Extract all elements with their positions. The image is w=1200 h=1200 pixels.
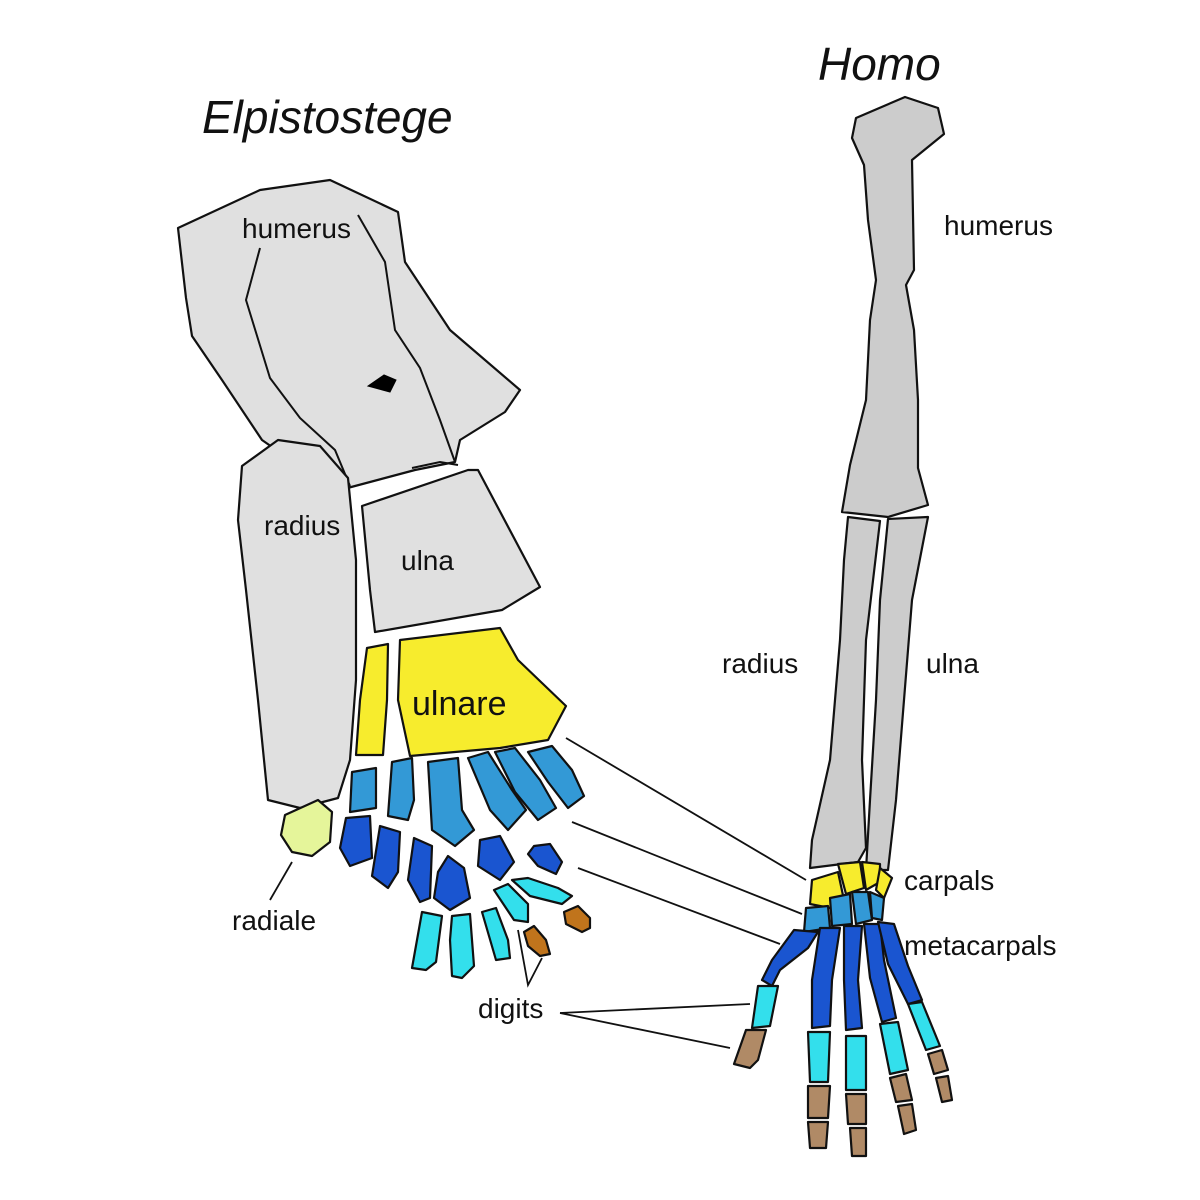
ulna-label-left: ulna (401, 545, 454, 576)
phalanx (806, 1030, 832, 1084)
phalanx (896, 1102, 918, 1136)
metacarpal (406, 836, 434, 904)
homo-title: Homo (818, 38, 941, 90)
metacarpal (760, 928, 820, 988)
phalanx (492, 882, 530, 924)
homo-proximal-phalanges (750, 984, 942, 1092)
elpistostege-fin: Elpistostege humerus radius ulna ulnare … (176, 91, 592, 1024)
metacarpal (810, 926, 842, 1030)
connector-metacarpals (577, 867, 781, 945)
phalanx (878, 1020, 910, 1076)
metacarpal (338, 814, 374, 868)
radiale-leader (269, 861, 293, 901)
metacarpal (370, 824, 402, 890)
ulna-label-right: ulna (926, 648, 979, 679)
phalanx (510, 876, 574, 906)
phalanx (888, 1072, 914, 1104)
phalanx (844, 1092, 868, 1126)
connector-distal-carpals (571, 821, 803, 915)
metacarpal (876, 920, 924, 1006)
phalanx (750, 984, 780, 1030)
homo-metacarpals (760, 920, 924, 1032)
metacarpal (526, 842, 564, 876)
metacarpal (432, 854, 472, 912)
distal-carpal (868, 890, 886, 922)
humerus-crack-1 (244, 247, 351, 487)
phalanx (926, 1048, 950, 1076)
distal-carpal (348, 766, 378, 814)
phalanx (480, 906, 512, 962)
elpistostege-metacarpals (338, 814, 564, 912)
elpistostege-radiale (279, 798, 334, 858)
elpistostege-distal-carpals (348, 744, 586, 848)
phalanx (844, 1034, 868, 1092)
distal-carpal (426, 756, 476, 848)
radius-label-right: radius (722, 648, 798, 679)
distal-carpal (466, 750, 528, 832)
homo-humerus (840, 95, 946, 519)
humerus-label-right: humerus (944, 210, 1053, 241)
homo-ulna (864, 515, 930, 872)
elpistostege-radius (236, 438, 358, 810)
carpals-label: carpals (904, 865, 994, 896)
connector-digits-upper (559, 1003, 751, 1014)
ulnare-label: ulnare (412, 685, 507, 723)
distal-carpal (526, 744, 586, 810)
humerus-foramen (366, 374, 397, 393)
proximal-carpal (874, 866, 894, 900)
elpistostege-ulna (360, 468, 542, 634)
phalanx (448, 912, 476, 980)
elpistostege-digits (410, 876, 574, 980)
phalanx (732, 1028, 768, 1070)
metacarpal (842, 924, 864, 1032)
digits-inner-leader (517, 929, 543, 988)
terminal-phalanx (562, 904, 592, 934)
connector-ulnare-carpals (565, 737, 807, 881)
distal-carpal (828, 892, 854, 928)
terminal-phalanx (522, 924, 552, 958)
elpistostege-ulnare (396, 626, 568, 758)
radiale-label: radiale (232, 905, 316, 936)
elpistostege-intermedium (354, 642, 390, 757)
proximal-carpal (836, 860, 866, 896)
homo-radius (808, 515, 882, 870)
distal-carpal (850, 890, 874, 926)
humerus-crack-3 (411, 460, 459, 469)
elpistostege-title: Elpistostege (202, 91, 453, 143)
phalanx (848, 1126, 868, 1158)
phalanx (806, 1120, 830, 1150)
phalanx (410, 910, 444, 972)
phalanx (806, 1084, 832, 1120)
humerus-crack-2 (357, 214, 456, 463)
homology-connectors (559, 737, 807, 1049)
elpistostege-humerus (176, 178, 522, 492)
phalanx (906, 1000, 942, 1052)
digits-label: digits (478, 993, 543, 1024)
metacarpals-label: metacarpals (904, 930, 1057, 961)
distal-carpal (386, 756, 416, 822)
homo-distal-phalanges (732, 1028, 954, 1158)
homo-carpals (802, 860, 894, 934)
distal-carpal (493, 746, 558, 822)
phalanx (934, 1074, 954, 1104)
humerus-label-left: humerus (242, 213, 351, 244)
metacarpal (476, 834, 516, 882)
connector-digits-lower (559, 1012, 731, 1049)
homo-arm: Homo humerus radius ulna carpals metacar… (722, 38, 1057, 1158)
radius-label-left: radius (264, 510, 340, 541)
